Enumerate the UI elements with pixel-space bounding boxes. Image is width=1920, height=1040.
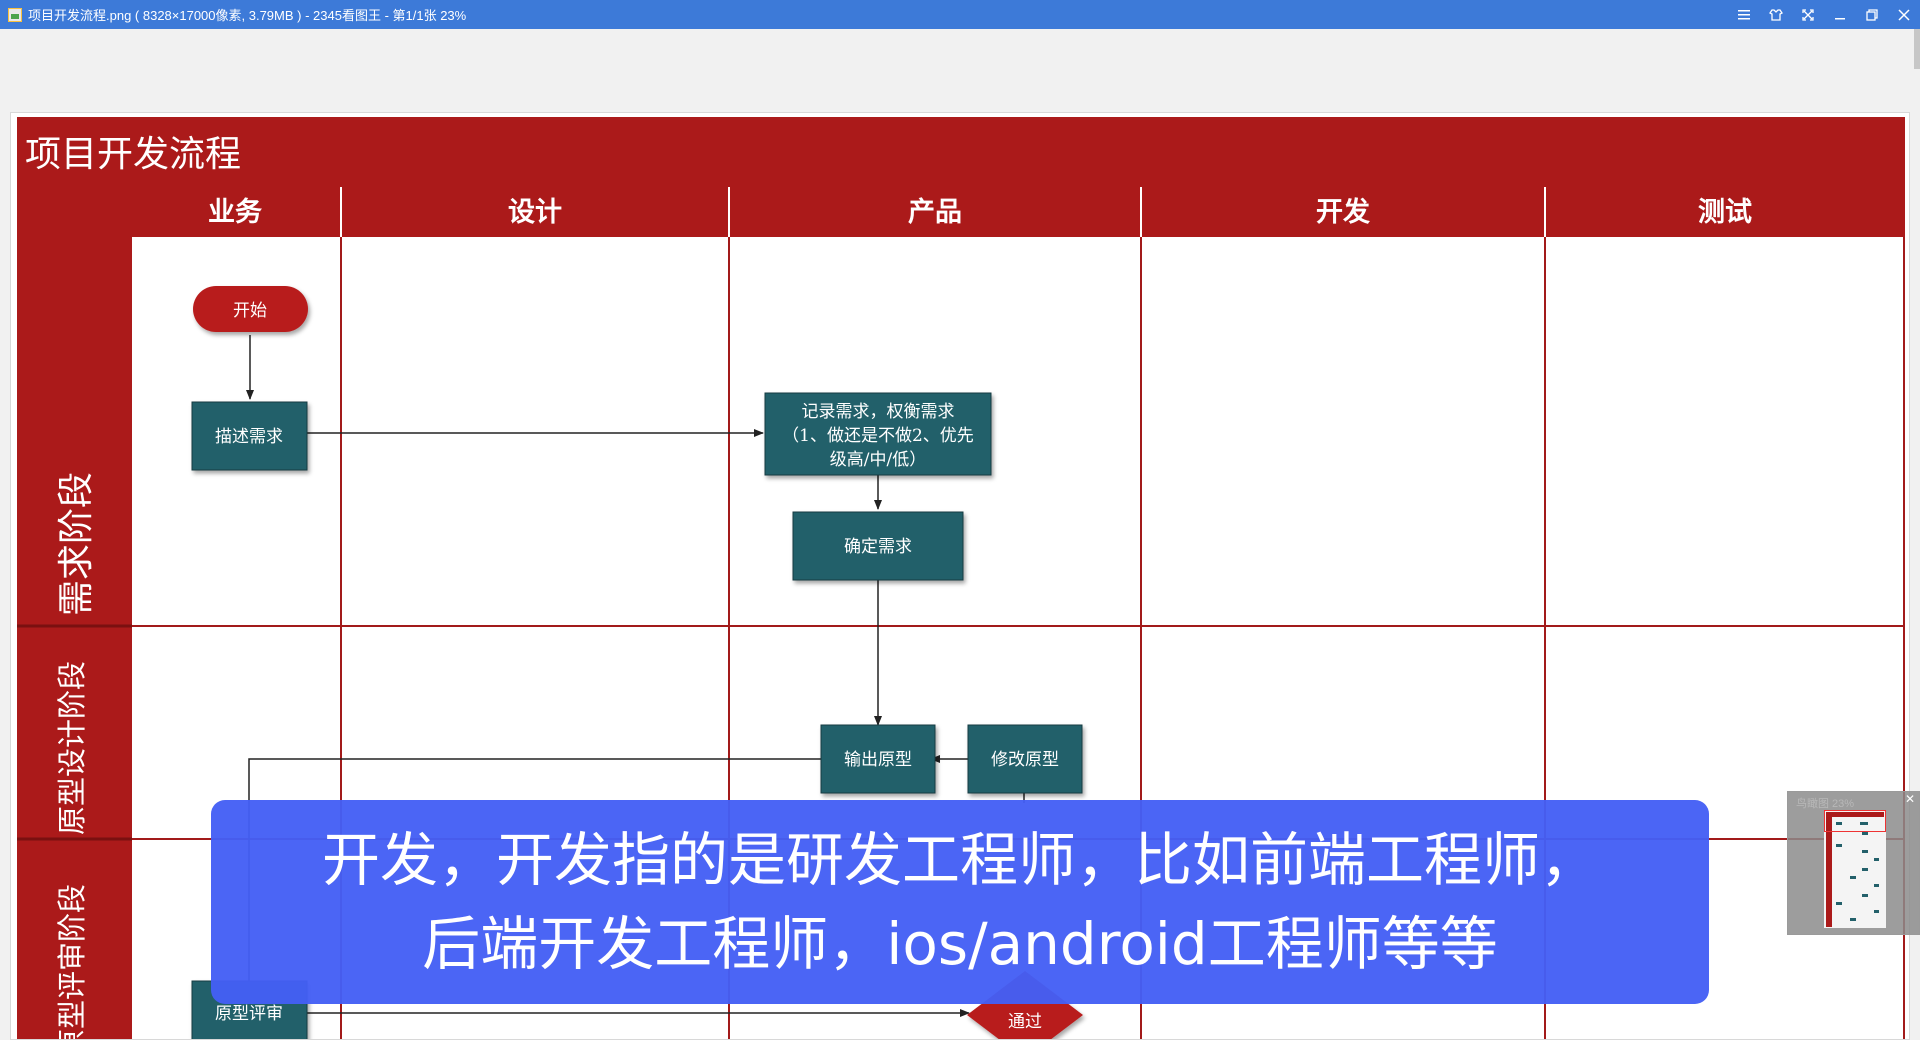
node-record: [764, 392, 992, 476]
node-describe-label: 描述需求: [215, 427, 283, 447]
node-pass-label: 通过: [1008, 1012, 1042, 1032]
navigator-panel[interactable]: 鸟瞰图 23% ✕: [1787, 791, 1920, 935]
node-confirm-label: 确定需求: [844, 537, 912, 557]
node-record-label-1: 记录需求，权衡需求: [802, 402, 955, 422]
fullscreen-icon[interactable]: [1792, 0, 1824, 29]
diagram-title: 项目开发流程: [25, 134, 241, 175]
navigator-viewport-rect[interactable]: [1824, 810, 1886, 832]
node-describe: [191, 401, 308, 471]
subtitle-line-1: 开发，开发指的是研发工程师，比如前端工程师，: [321, 826, 1598, 894]
diagram-title-banner: [17, 117, 1905, 187]
flowchart-diagram: 项目开发流程 业务 设计 产品 开发 测试: [17, 117, 1905, 1040]
column-header-business: 业务: [208, 197, 262, 228]
column-header-design: 设计: [508, 197, 562, 228]
node-pass-decision: [967, 971, 1083, 1039]
node-confirm: [792, 511, 964, 581]
close-icon[interactable]: [1888, 0, 1920, 29]
menu-icon[interactable]: [1728, 0, 1760, 29]
node-start-label: 开始: [233, 301, 267, 321]
window-title: 项目开发流程.png ( 8328×17000像素, 3.79MB ) - 23…: [28, 8, 467, 23]
app-icon: [8, 7, 22, 22]
window-title-bar: 项目开发流程.png ( 8328×17000像素, 3.79MB ) - 23…: [0, 0, 1920, 29]
window-controls: [1728, 0, 1920, 29]
node-modify-prototype-label: 修改原型: [991, 750, 1059, 770]
phase-label-prototype-review: 原型评审阶段: [55, 884, 89, 1040]
node-record-label-3: 级高/中/低）: [830, 450, 926, 470]
node-output-prototype-label: 输出原型: [844, 750, 912, 770]
node-record-label-2: （1、做还是不做2、优先: [782, 426, 974, 446]
node-output-prototype: [820, 724, 936, 794]
phase-band: [17, 187, 132, 1039]
navigator-thumbnail[interactable]: [1824, 810, 1886, 928]
vertical-scrollbar[interactable]: [1914, 29, 1920, 69]
column-header-test: 测试: [1698, 197, 1752, 228]
navigator-thumbnail-preview: [1826, 812, 1884, 927]
node-prototype-review-label: 原型评审: [215, 1004, 283, 1024]
node-modify-prototype: [967, 724, 1083, 794]
restore-icon[interactable]: [1856, 0, 1888, 29]
subtitle-line-2: 后端开发工程师，ios/android工程师等等: [422, 910, 1498, 978]
navigator-label: 鸟瞰图 23%: [1796, 798, 1855, 810]
subtitle-caption: 开发，开发指的是研发工程师，比如前端工程师， 后端开发工程师，ios/andro…: [211, 800, 1709, 1004]
column-header-band: [132, 187, 1905, 237]
column-header-dev: 开发: [1316, 196, 1370, 228]
minimize-icon[interactable]: [1824, 0, 1856, 29]
skin-icon[interactable]: [1760, 0, 1792, 29]
phase-label-prototype-design: 原型设计阶段: [55, 661, 89, 835]
phase-label-requirements: 需求阶段: [56, 472, 97, 616]
navigator-close-icon[interactable]: ✕: [1904, 792, 1915, 806]
node-start: [193, 286, 308, 332]
column-header-product: 产品: [908, 197, 962, 228]
